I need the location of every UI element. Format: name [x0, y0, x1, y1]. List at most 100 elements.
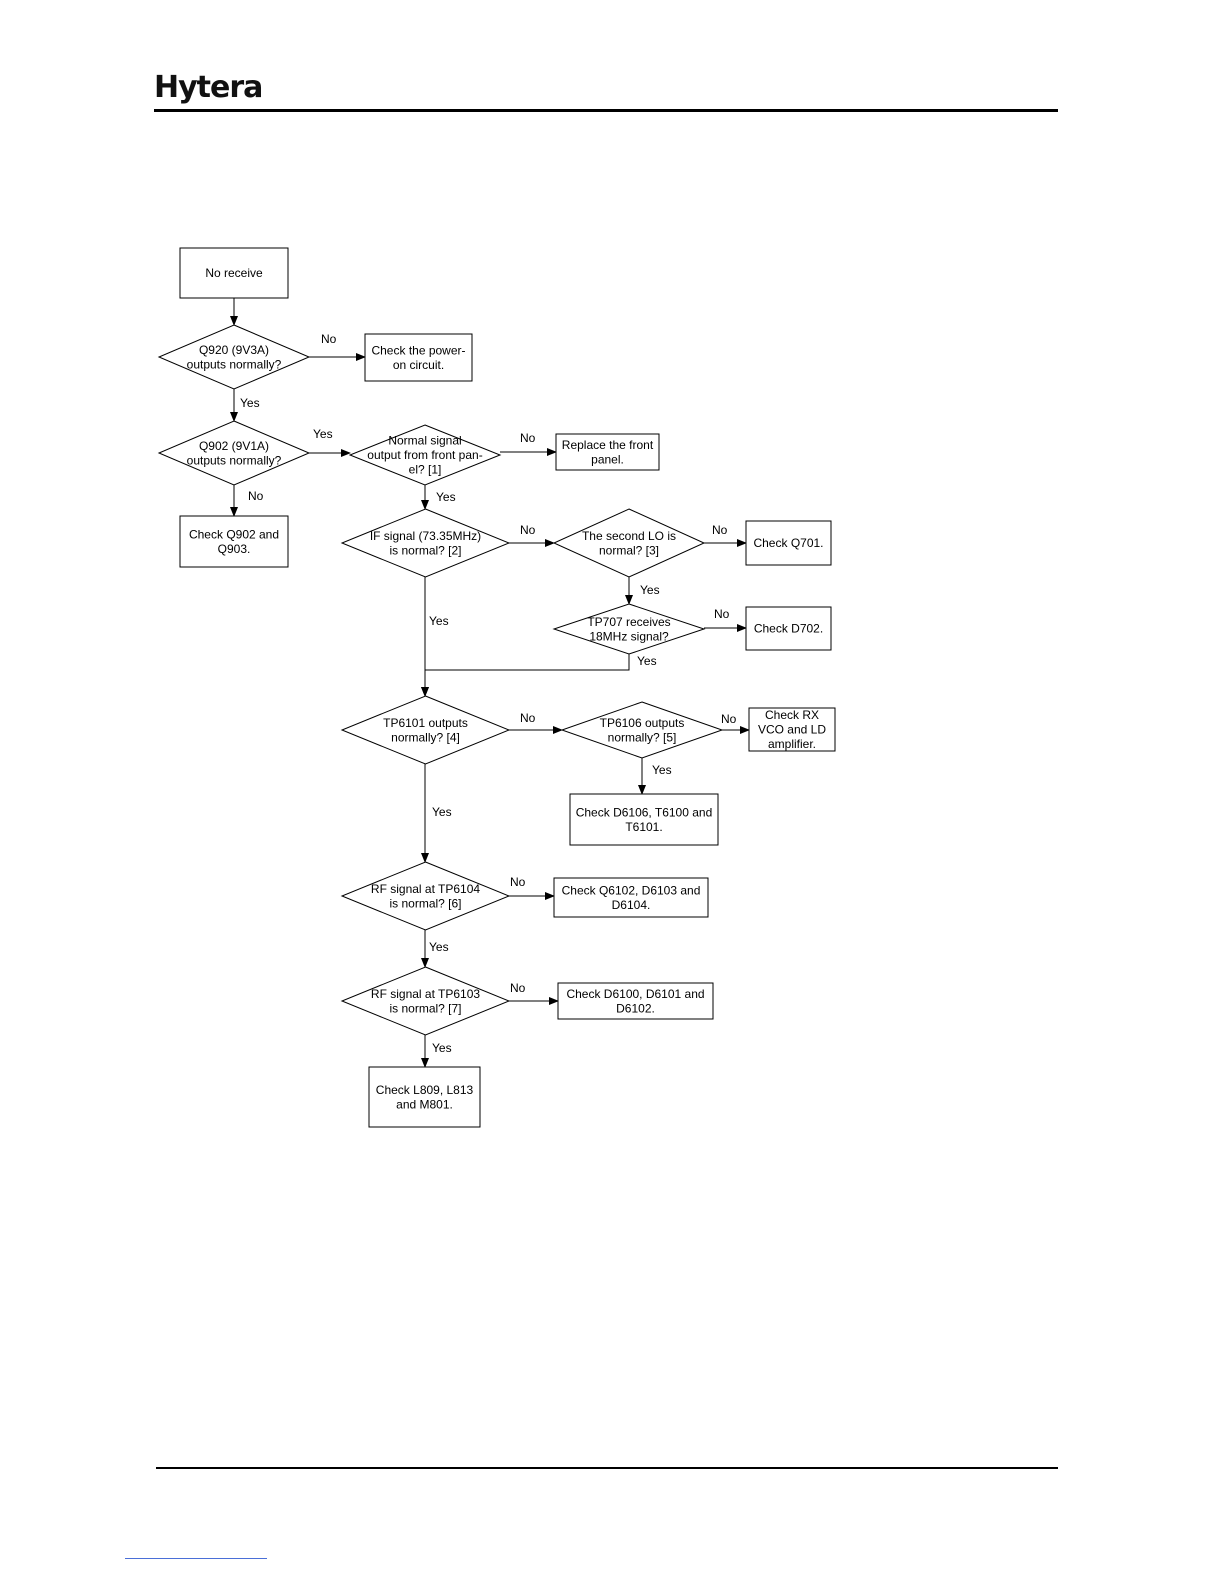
- edge-label-tp707-to-tp6101: Yes: [637, 654, 657, 668]
- decision-diamond: [157, 324, 311, 390]
- node-text-line: on circuit.: [393, 358, 444, 372]
- node-text-line: Check D702.: [754, 622, 823, 636]
- decision-diamond: [552, 603, 706, 655]
- node-text-line: No receive: [205, 266, 263, 280]
- node-text-line: and M801.: [396, 1097, 453, 1111]
- process-power: Check the power-on circuit.: [364, 333, 473, 382]
- connector-tp707-to-tp6101: [421, 654, 630, 697]
- decision-diamond: [157, 420, 311, 486]
- process-box: [569, 793, 719, 846]
- node-text-line: Check D6106, T6100 and: [576, 805, 713, 819]
- decision-ifsig: IF signal (73.35MHz)is normal? [2]: [340, 508, 511, 578]
- footer-rule: [156, 1467, 1058, 1469]
- edge-label-tp6103-to-l809: Yes: [432, 1041, 452, 1055]
- node-text-line: Check D6100, D6101 and: [566, 987, 704, 1001]
- process-box: [748, 707, 836, 752]
- brand-logo: Hytera: [154, 70, 263, 105]
- decision-diamond: [560, 701, 724, 759]
- process-box: [745, 520, 832, 566]
- process-box: [557, 982, 714, 1020]
- node-text-line: TP707 receives: [587, 615, 670, 629]
- decision-diamond: [340, 508, 511, 578]
- node-text-line: VCO and LD: [758, 723, 826, 737]
- edge-label-front-to-replace: No: [520, 431, 536, 445]
- node-text-line: D6104.: [612, 898, 651, 912]
- edge-label-tp6106-to-rxvco: No: [721, 712, 737, 726]
- node-text-line: is normal? [2]: [389, 543, 461, 557]
- node-text-line: outputs normally?: [187, 357, 282, 371]
- edge-label-tp6104-to-tp6103: Yes: [429, 940, 449, 954]
- process-d702: Check D702.: [745, 606, 832, 651]
- node-text-line: RF signal at TP6104: [371, 882, 480, 896]
- edge-label-q902-to-front: Yes: [313, 427, 333, 441]
- node-text-line: Normal signal: [388, 434, 461, 448]
- node-text-line: is normal? [6]: [389, 896, 461, 910]
- decision-diamond: [340, 695, 511, 765]
- edge-label-tp6106-to-d6106: Yes: [652, 763, 672, 777]
- edge-label-tp6103-to-d6100: No: [510, 981, 526, 995]
- node-text-line: D6102.: [616, 1001, 655, 1015]
- node-text-line: RF signal at TP6103: [371, 987, 480, 1001]
- decision-diamond: [552, 508, 706, 578]
- node-text-line: Check the power-: [371, 343, 465, 357]
- node-text-line: Check Q6102, D6103 and: [562, 883, 701, 897]
- edge-label-tp707-to-d702: No: [714, 607, 730, 621]
- node-text-line: IF signal (73.35MHz): [370, 529, 481, 543]
- node-text-line: Check RX: [765, 708, 819, 722]
- node-text-line: TP6106 outputs: [600, 716, 685, 730]
- node-text-line: The second LO is: [582, 529, 676, 543]
- edge-label-ifsig-to-lo2: No: [520, 523, 536, 537]
- node-text-line: normally? [5]: [608, 730, 677, 744]
- process-box: [553, 877, 709, 918]
- node-text-line: normal? [3]: [599, 543, 659, 557]
- node-text-line: T6101.: [625, 820, 662, 834]
- decision-q920: Q920 (9V3A)outputs normally?: [157, 324, 311, 390]
- footer-link-underline: [125, 1558, 267, 1559]
- node-text-line: el? [1]: [409, 463, 442, 477]
- node-text-line: panel.: [591, 452, 624, 466]
- process-box: [179, 247, 289, 299]
- decision-diamond: [340, 966, 511, 1036]
- header-rule: [154, 109, 1058, 112]
- node-text-line: Check Q902 and: [189, 527, 279, 541]
- edge-label-q920-to-q902: Yes: [240, 396, 260, 410]
- decision-diamond: [340, 861, 511, 931]
- process-box: [745, 606, 832, 651]
- process-box: [555, 433, 660, 471]
- edge-label-q920-to-power: No: [321, 332, 337, 346]
- node-text-line: normally? [4]: [391, 730, 460, 744]
- process-box: [179, 515, 289, 568]
- process-q701: Check Q701.: [745, 520, 832, 566]
- edge-label-q902-to-chk902: No: [248, 489, 264, 503]
- decision-q902: Q902 (9V1A)outputs normally?: [157, 420, 311, 486]
- node-text-line: outputs normally?: [187, 453, 282, 467]
- node-text-line: Check L809, L813: [376, 1083, 474, 1097]
- process-box: [368, 1066, 481, 1128]
- edge-label-tp6101-to-tp6106: No: [520, 711, 536, 725]
- node-text-line: Q920 (9V3A): [199, 343, 269, 357]
- edge-label-lo2-to-tp707: Yes: [640, 583, 660, 597]
- edge-label-tp6101-to-tp6104: Yes: [432, 805, 452, 819]
- node-text-line: Q903.: [218, 542, 251, 556]
- decision-diamond: [348, 424, 502, 486]
- node-text-line: is normal? [7]: [389, 1001, 461, 1015]
- process-start: No receive: [179, 247, 289, 299]
- node-text-line: Replace the front: [562, 438, 654, 452]
- node-text-line: amplifier.: [768, 737, 816, 751]
- node-text-line: TP6101 outputs: [383, 716, 468, 730]
